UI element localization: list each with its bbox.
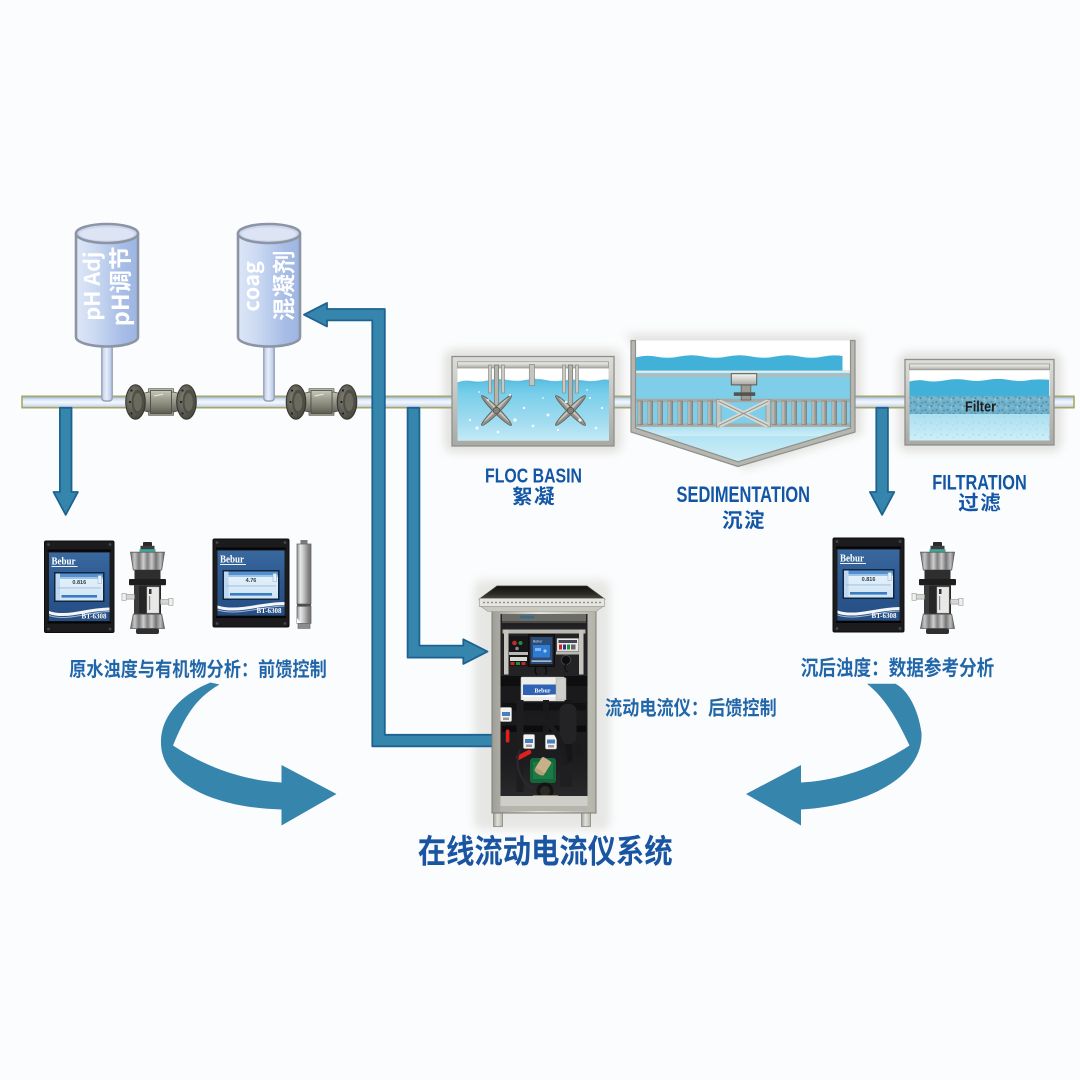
svg-text:BT-6308: BT-6308	[872, 611, 897, 620]
svg-text:FILTRATION: FILTRATION	[932, 471, 1027, 495]
svg-text:Bebur: Bebur	[534, 689, 550, 695]
svg-text:4.76: 4.76	[246, 578, 257, 584]
svg-text:BT-6308: BT-6308	[257, 606, 282, 615]
svg-text:FLOC BASIN: FLOC BASIN	[485, 466, 582, 488]
svg-text:Bebur: Bebur	[533, 640, 543, 644]
svg-text:0.816: 0.816	[862, 577, 876, 583]
svg-text:Bebur: Bebur	[220, 555, 245, 566]
svg-text:Bebur: Bebur	[840, 554, 865, 565]
svg-text:Filter: Filter	[965, 400, 996, 416]
svg-text:BT-6308: BT-6308	[82, 612, 107, 621]
svg-text:0.816: 0.816	[72, 580, 86, 586]
svg-text:Bebur: Bebur	[52, 557, 77, 568]
svg-text:SEDIMENTATION: SEDIMENTATION	[677, 482, 811, 507]
